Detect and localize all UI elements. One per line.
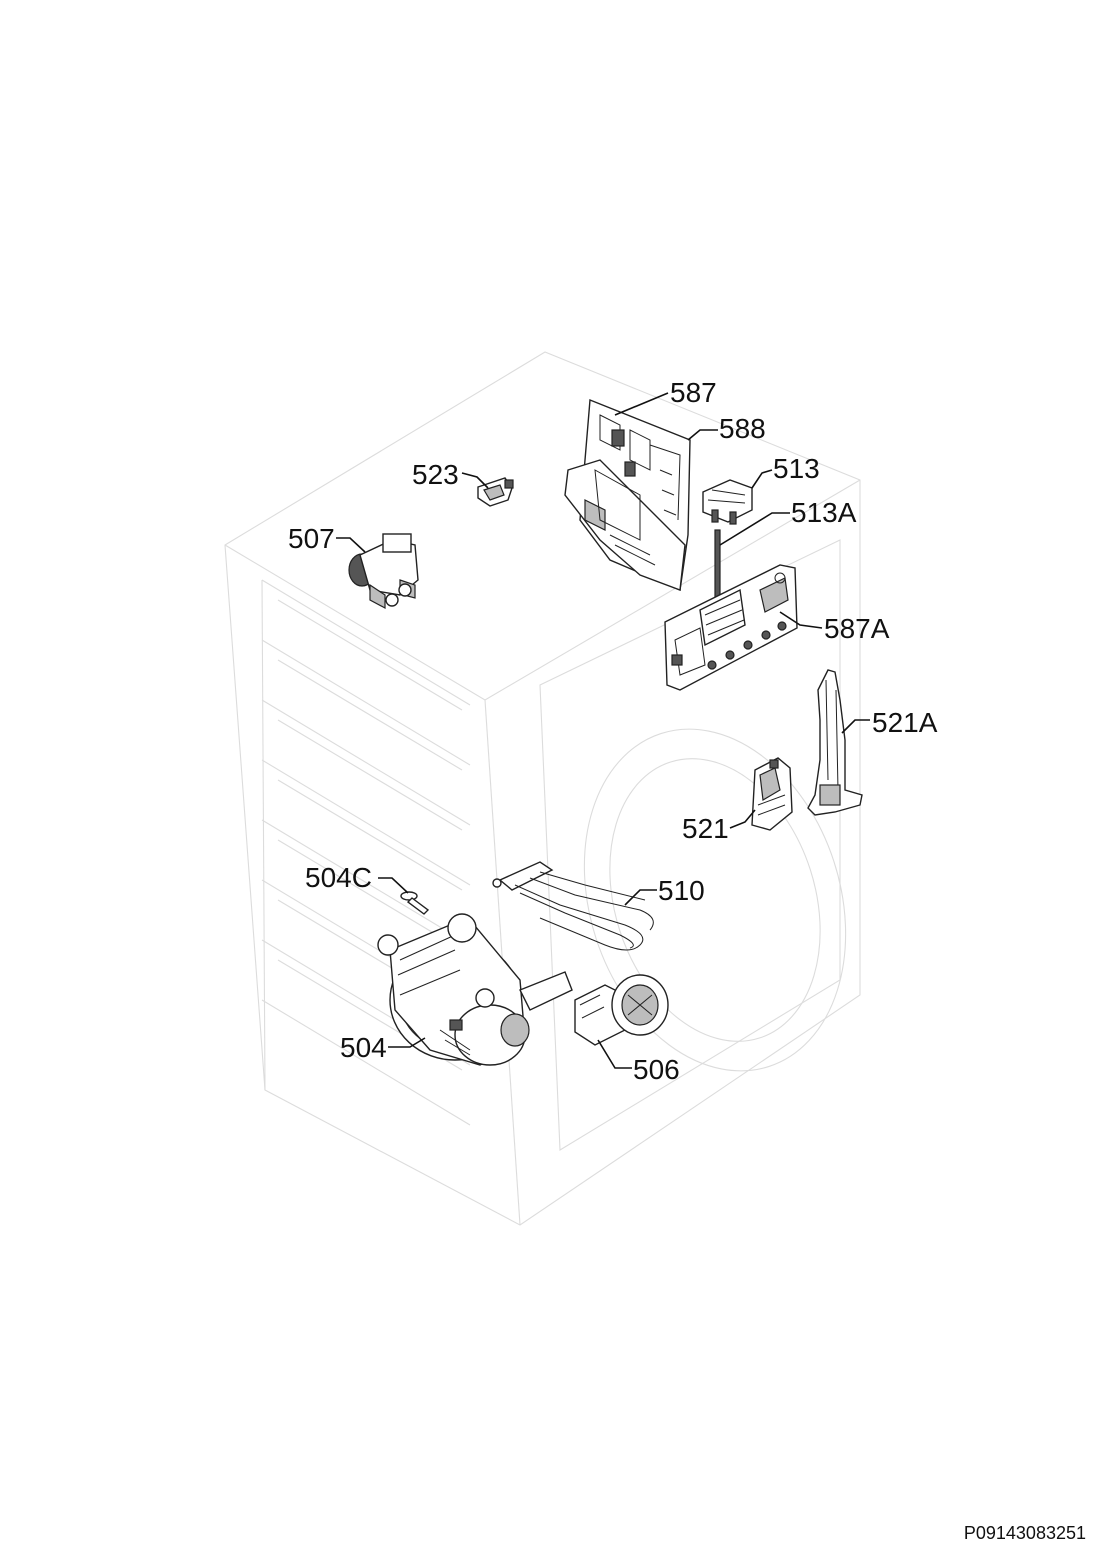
- appliance-cabinet-outline: [224, 351, 861, 1226]
- drain-pump-drawing: [574, 974, 669, 1046]
- lock-rail-drawing: [807, 669, 863, 816]
- leader-507: [336, 537, 366, 553]
- callout-523: 523: [412, 459, 459, 490]
- leader-587A: [779, 611, 823, 629]
- callout-588: 588: [719, 413, 766, 444]
- pressure-switch-drawing: [702, 479, 753, 525]
- leader-587: [614, 392, 669, 416]
- leader-lines: [336, 392, 870, 1069]
- callout-labels: 587 588 523 513 513A 507 587A 521A 521 5…: [288, 377, 938, 1085]
- leader-521: [729, 809, 756, 829]
- callout-510: 510: [658, 875, 705, 906]
- leader-510: [624, 889, 657, 906]
- inlet-valve-drawing: [348, 533, 419, 609]
- heating-element-drawing: [492, 861, 654, 951]
- leader-513A: [719, 512, 790, 546]
- callout-513A: 513A: [791, 497, 857, 528]
- callout-513: 513: [773, 453, 820, 484]
- leader-506: [597, 1039, 632, 1069]
- screw-drawing: [400, 891, 430, 915]
- leader-504C: [378, 877, 409, 894]
- callout-506: 506: [633, 1054, 680, 1085]
- leader-513: [751, 469, 773, 489]
- callout-504: 504: [340, 1032, 387, 1063]
- motor-drawing: [377, 913, 573, 1066]
- callout-521: 521: [682, 813, 729, 844]
- callout-521A: 521A: [872, 707, 938, 738]
- callout-587A: 587A: [824, 613, 890, 644]
- leader-504: [388, 1037, 426, 1048]
- pressure-hose-drawing: [714, 529, 721, 606]
- callout-504C: 504C: [305, 862, 372, 893]
- clip-drawing: [477, 477, 514, 507]
- callout-507: 507: [288, 523, 335, 554]
- leader-523: [461, 472, 489, 489]
- document-id: P09143083251: [963, 1523, 1086, 1543]
- dispenser-housing-drawing: [564, 398, 691, 592]
- control-board-drawing: [664, 564, 798, 691]
- door-lock-drawing: [751, 757, 793, 831]
- leader-521A: [841, 719, 870, 734]
- callout-587: 587: [670, 377, 717, 408]
- leader-588: [687, 429, 718, 441]
